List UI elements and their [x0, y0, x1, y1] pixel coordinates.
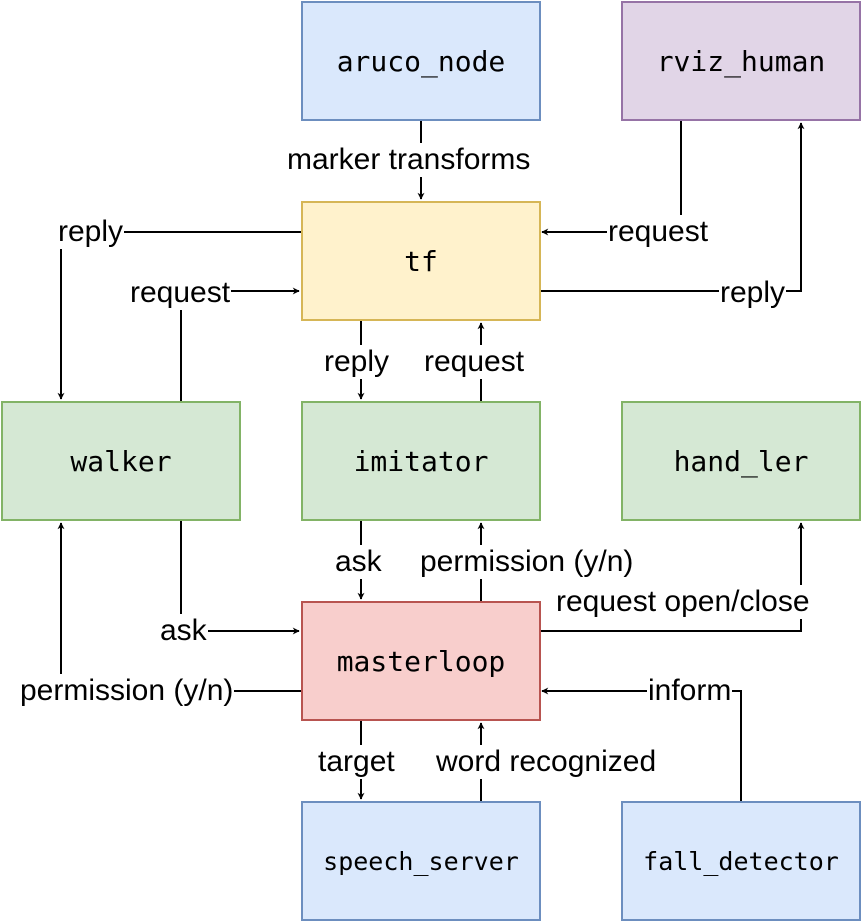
label-imitator-reply: reply	[323, 345, 391, 379]
label-walker-reply: reply	[57, 215, 125, 249]
label-word-recognized: word recognized	[435, 745, 658, 779]
label-walker-request: request	[129, 276, 232, 310]
label-rviz-reply: reply	[719, 276, 787, 310]
node-fall-detector[interactable]: fall_detector	[621, 801, 861, 921]
node-aruco-node[interactable]: aruco_node	[301, 1, 541, 121]
label-walker-permission: permission (y/n)	[19, 674, 235, 708]
label-request-open-close: request open/close	[555, 585, 811, 619]
node-speech-server[interactable]: speech_server	[301, 801, 541, 921]
label-inform: inform	[647, 674, 733, 708]
label-imitator-permission: permission (y/n)	[419, 545, 635, 579]
edge-tf-to-rviz	[541, 122, 805, 292]
label-marker-transforms: marker transforms	[286, 143, 532, 177]
label-walker-ask: ask	[159, 614, 208, 648]
edge-masterloop-to-handler	[541, 522, 805, 632]
label-imitator-ask: ask	[334, 545, 383, 579]
node-imitator[interactable]: imitator	[301, 401, 541, 521]
label-target: target	[317, 745, 396, 779]
label-imitator-request: request	[423, 345, 526, 379]
node-walker[interactable]: walker	[1, 401, 241, 521]
label-rviz-request: request	[607, 215, 710, 249]
node-hand-ler[interactable]: hand_ler	[621, 401, 861, 521]
node-masterloop[interactable]: masterloop	[301, 601, 541, 721]
edge-fall-to-masterloop	[541, 687, 742, 801]
node-tf[interactable]: tf	[301, 201, 541, 321]
node-rviz-human[interactable]: rviz_human	[621, 1, 861, 121]
